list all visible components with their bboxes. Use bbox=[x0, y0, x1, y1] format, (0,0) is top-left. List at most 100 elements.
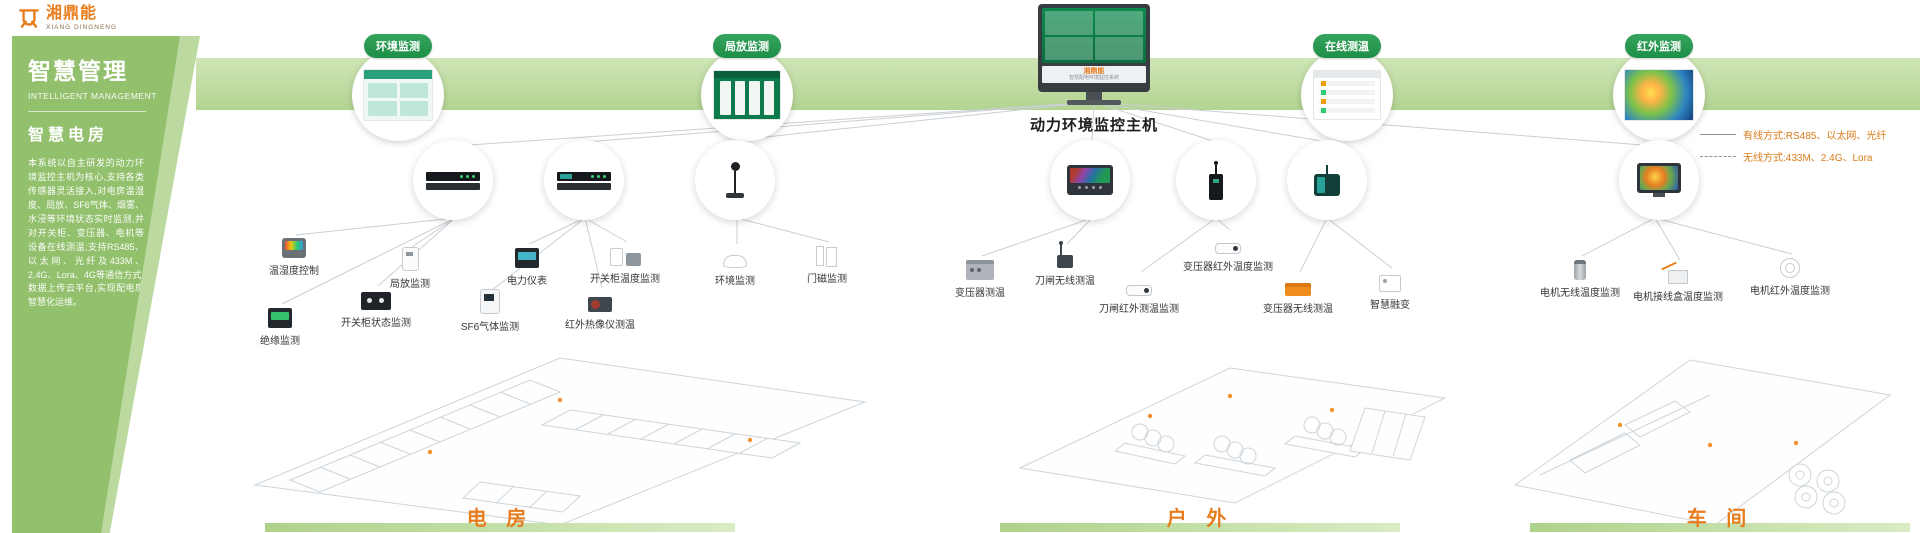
thermal-camera-icon bbox=[588, 297, 612, 312]
device-insulation: 绝缘监测 bbox=[220, 300, 340, 347]
sidebar-divider bbox=[28, 111, 146, 112]
hub-recorder bbox=[1050, 140, 1130, 220]
rack-unit-icon bbox=[426, 172, 480, 181]
rack-unit-icon bbox=[557, 183, 611, 190]
mini-monitor-screen-icon bbox=[1640, 166, 1678, 190]
brand-mark-icon bbox=[19, 9, 39, 28]
temperature-table-thumbnail bbox=[1313, 70, 1381, 120]
hub-thermal-display bbox=[1619, 140, 1699, 220]
monitor-screen bbox=[1042, 8, 1146, 63]
device-label: 门磁监测 bbox=[807, 274, 847, 285]
hub-rack-server-1 bbox=[413, 140, 493, 220]
device-thermal-imager: 红外热像仪测温 bbox=[540, 284, 660, 331]
antenna-rod-icon bbox=[1215, 164, 1217, 174]
badge-partial-discharge-label: 局放监测 bbox=[713, 34, 781, 58]
recorder-buttons-icon bbox=[1070, 186, 1110, 189]
monitoring-host: 湘鼎能 智慧配电环境监控系统 bbox=[1038, 4, 1150, 105]
monitor-stand-base bbox=[1067, 100, 1121, 105]
legend-wired-row: 有线方式:RS485、以太网、光纤 bbox=[1700, 127, 1886, 142]
hub-wireless-receiver bbox=[1176, 140, 1256, 220]
monitor-brand-text: 湘鼎能 bbox=[1083, 67, 1105, 75]
white-box-icon bbox=[1379, 275, 1401, 292]
device-label: SF6气体监测 bbox=[460, 322, 520, 333]
device-label: 局放监测 bbox=[390, 279, 430, 290]
gas-monitor-icon bbox=[480, 289, 500, 314]
receiver-body-icon bbox=[1209, 173, 1223, 200]
environment-dashboard-thumbnail bbox=[363, 69, 433, 121]
temp-humidity-controller-icon bbox=[282, 238, 306, 258]
badge-environment-monitoring: 环境监测 bbox=[352, 34, 444, 164]
device-motor-wireless-temp: 电机无线温度监测 bbox=[1520, 252, 1640, 299]
recorder-icon bbox=[1067, 165, 1113, 195]
legend-wireless-row: 无线方式:433M、2.4G、Lora bbox=[1700, 149, 1886, 164]
device-motor-junction-temp: 电机接线盒温度监测 bbox=[1618, 256, 1738, 303]
rack-unit-icon bbox=[426, 183, 480, 190]
device-label: 刀闸红外测温监测 bbox=[1099, 304, 1179, 315]
device-label: 红外热像仪测温 bbox=[565, 320, 635, 331]
monitor-caption-text: 智慧配电环境监控系统 bbox=[1068, 74, 1119, 81]
device-temp-humidity: 温湿度控制 bbox=[234, 230, 354, 277]
hub-rack-server-2 bbox=[544, 140, 624, 220]
thermal-image-thumbnail bbox=[1624, 69, 1694, 121]
bench-instrument-icon bbox=[966, 260, 994, 280]
legend-wireless-label: 无线方式:433M、2.4G、Lora bbox=[1743, 153, 1873, 164]
rack-unit-icon bbox=[557, 172, 611, 181]
section-bar-power-room bbox=[265, 523, 735, 532]
antenna-icon bbox=[730, 162, 740, 171]
device-label: 开关柜状态监测 bbox=[341, 318, 411, 329]
antenna-tip-icon bbox=[1214, 160, 1218, 165]
bullet-camera-icon bbox=[1126, 285, 1152, 296]
device-label: 环境监测 bbox=[715, 276, 755, 287]
partial-discharge-thumbnail bbox=[713, 70, 781, 120]
antenna-base-icon bbox=[726, 193, 744, 198]
device-label: 变压器无线测温 bbox=[1263, 304, 1333, 315]
monitor-stand-neck bbox=[1086, 92, 1102, 100]
device-switchgear-temp: 开关柜温度监测 bbox=[565, 238, 685, 285]
solid-line-icon bbox=[1700, 134, 1736, 135]
badge-online-temperature-image bbox=[1301, 49, 1393, 141]
device-label: 绝缘监测 bbox=[260, 336, 300, 347]
device-transformer-wireless-temp: 变压器无线测温 bbox=[1238, 268, 1358, 315]
wall-sensor-icon bbox=[401, 247, 419, 271]
badge-online-temperature: 在线测温 bbox=[1301, 34, 1393, 164]
device-environment: 环境监测 bbox=[675, 240, 795, 287]
host-label: 动力环境监控主机 bbox=[1029, 117, 1158, 134]
badge-infrared-image bbox=[1613, 49, 1705, 141]
mini-monitor-base-icon bbox=[1653, 193, 1665, 197]
device-label: 变压器红外温度监测 bbox=[1183, 262, 1273, 273]
device-power-meter: 电力仪表 bbox=[467, 240, 587, 287]
power-meter-icon bbox=[515, 248, 539, 268]
power-room-illustration bbox=[253, 357, 867, 526]
device-transformer-ir: 变压器红外温度监测 bbox=[1168, 226, 1288, 273]
device-label: 温湿度控制 bbox=[269, 266, 319, 277]
device-sf6-gas: SF6气体监测 bbox=[430, 286, 550, 333]
gateway-body-icon bbox=[1314, 173, 1340, 196]
antenna-rod-icon bbox=[1326, 164, 1328, 174]
hub-antenna-gateway bbox=[695, 140, 775, 220]
brand-name: 湘鼎能 bbox=[46, 4, 98, 22]
device-label: 刀闸无线测温 bbox=[1035, 276, 1095, 287]
outdoor-yard-illustration bbox=[1018, 367, 1447, 504]
device-label: 开关柜温度监测 bbox=[590, 274, 660, 285]
sidebar-subtitle: INTELLIGENT MANAGEMENT bbox=[28, 91, 157, 101]
sidebar-description: 本系统以自主研发的动力环境监控主机为核心,支持各类传感器灵活接入,对电房温湿度、… bbox=[28, 158, 144, 308]
legend: 有线方式:RS485、以太网、光纤 无线方式:433M、2.4G、Lora bbox=[1700, 127, 1886, 171]
bullet-camera-icon bbox=[1215, 243, 1241, 254]
section-label-workshop: 车 间 bbox=[1686, 508, 1754, 530]
device-label: 电力仪表 bbox=[507, 276, 547, 287]
device-label: 变压器测温 bbox=[955, 288, 1005, 299]
monitor-bezel: 湘鼎能 智慧配电环境监控系统 bbox=[1042, 66, 1146, 83]
sidebar-title: 智慧管理 bbox=[28, 58, 128, 84]
badge-online-temperature-label: 在线测温 bbox=[1313, 34, 1381, 58]
badge-infrared-label: 红外监测 bbox=[1625, 34, 1693, 58]
device-knife-switch-ir: 刀闸红外测温监测 bbox=[1079, 268, 1199, 315]
dome-sensor-icon bbox=[723, 255, 747, 268]
monitor-frame: 湘鼎能 智慧配电环境监控系统 bbox=[1038, 4, 1150, 92]
device-door-magnet: 门磁监测 bbox=[767, 238, 887, 285]
hub-wireless-gateway bbox=[1287, 140, 1367, 220]
device-knife-switch-wireless-temp: 刀闸无线测温 bbox=[1005, 240, 1125, 287]
badge-partial-discharge: 局放监测 bbox=[701, 34, 793, 164]
insulation-meter-icon bbox=[268, 308, 292, 328]
round-sensor-icon bbox=[1780, 258, 1800, 278]
